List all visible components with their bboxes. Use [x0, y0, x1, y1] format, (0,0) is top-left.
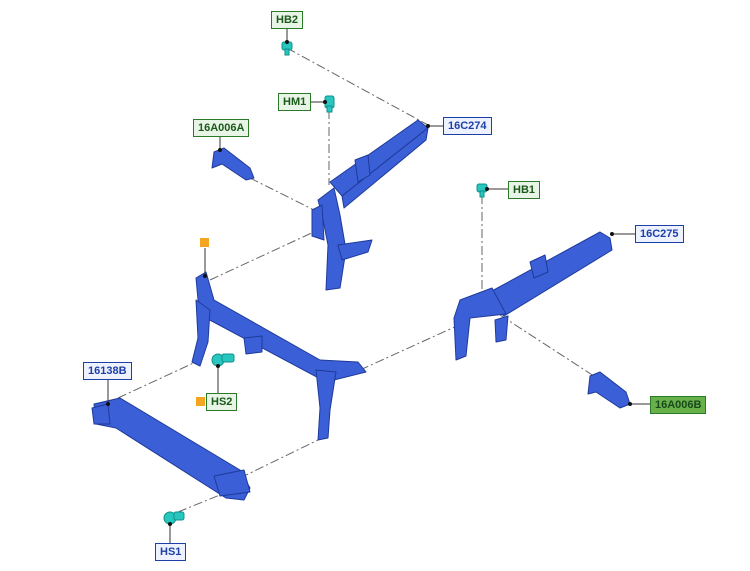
assembly-lines	[117, 47, 601, 513]
fastener-hs1	[163, 511, 185, 525]
leader-dots	[106, 40, 632, 526]
orange-marker-hs2	[196, 397, 205, 406]
assembly-line-crossmember-upper	[209, 229, 319, 281]
callout-16a006a: 16A006A	[193, 119, 250, 137]
assembly-line-hb2	[286, 47, 429, 126]
callout-hm1: HM1	[278, 93, 312, 111]
assembly-line-lower-right	[239, 439, 319, 479]
part-16c275	[453, 231, 613, 361]
part-16a006b	[587, 371, 631, 409]
part-16138b	[91, 397, 251, 501]
leader-lines	[107, 28, 650, 544]
callout-hs2: HS2	[206, 393, 238, 411]
fastener-hm1	[324, 95, 335, 113]
part-16a006a	[211, 147, 255, 181]
callout-hb2: HB2	[271, 11, 304, 29]
part-16c274	[311, 119, 429, 291]
callout-16138b: 16138B	[83, 362, 132, 380]
callout-hs1: HS1	[155, 543, 187, 561]
assembly-line-16a006b	[499, 314, 601, 381]
part-radiator-support	[191, 271, 367, 441]
assembly-line-crossmember-right	[359, 319, 471, 371]
orange-marker-upper	[200, 238, 209, 247]
callout-16c275: 16C275	[635, 225, 684, 243]
callout-16c274: 16C274	[443, 117, 492, 135]
callout-hb1: HB1	[508, 181, 541, 199]
assembly-line-16a006a	[249, 177, 319, 213]
callout-16a006b: 16A006B	[650, 396, 707, 414]
assembly-line-lower-left	[117, 359, 201, 399]
fastener-hb1	[476, 183, 488, 198]
fastener-hs2	[211, 353, 235, 367]
fasteners	[163, 41, 488, 525]
assembly-line-hs1	[177, 489, 233, 513]
fastener-hb2	[281, 41, 293, 56]
